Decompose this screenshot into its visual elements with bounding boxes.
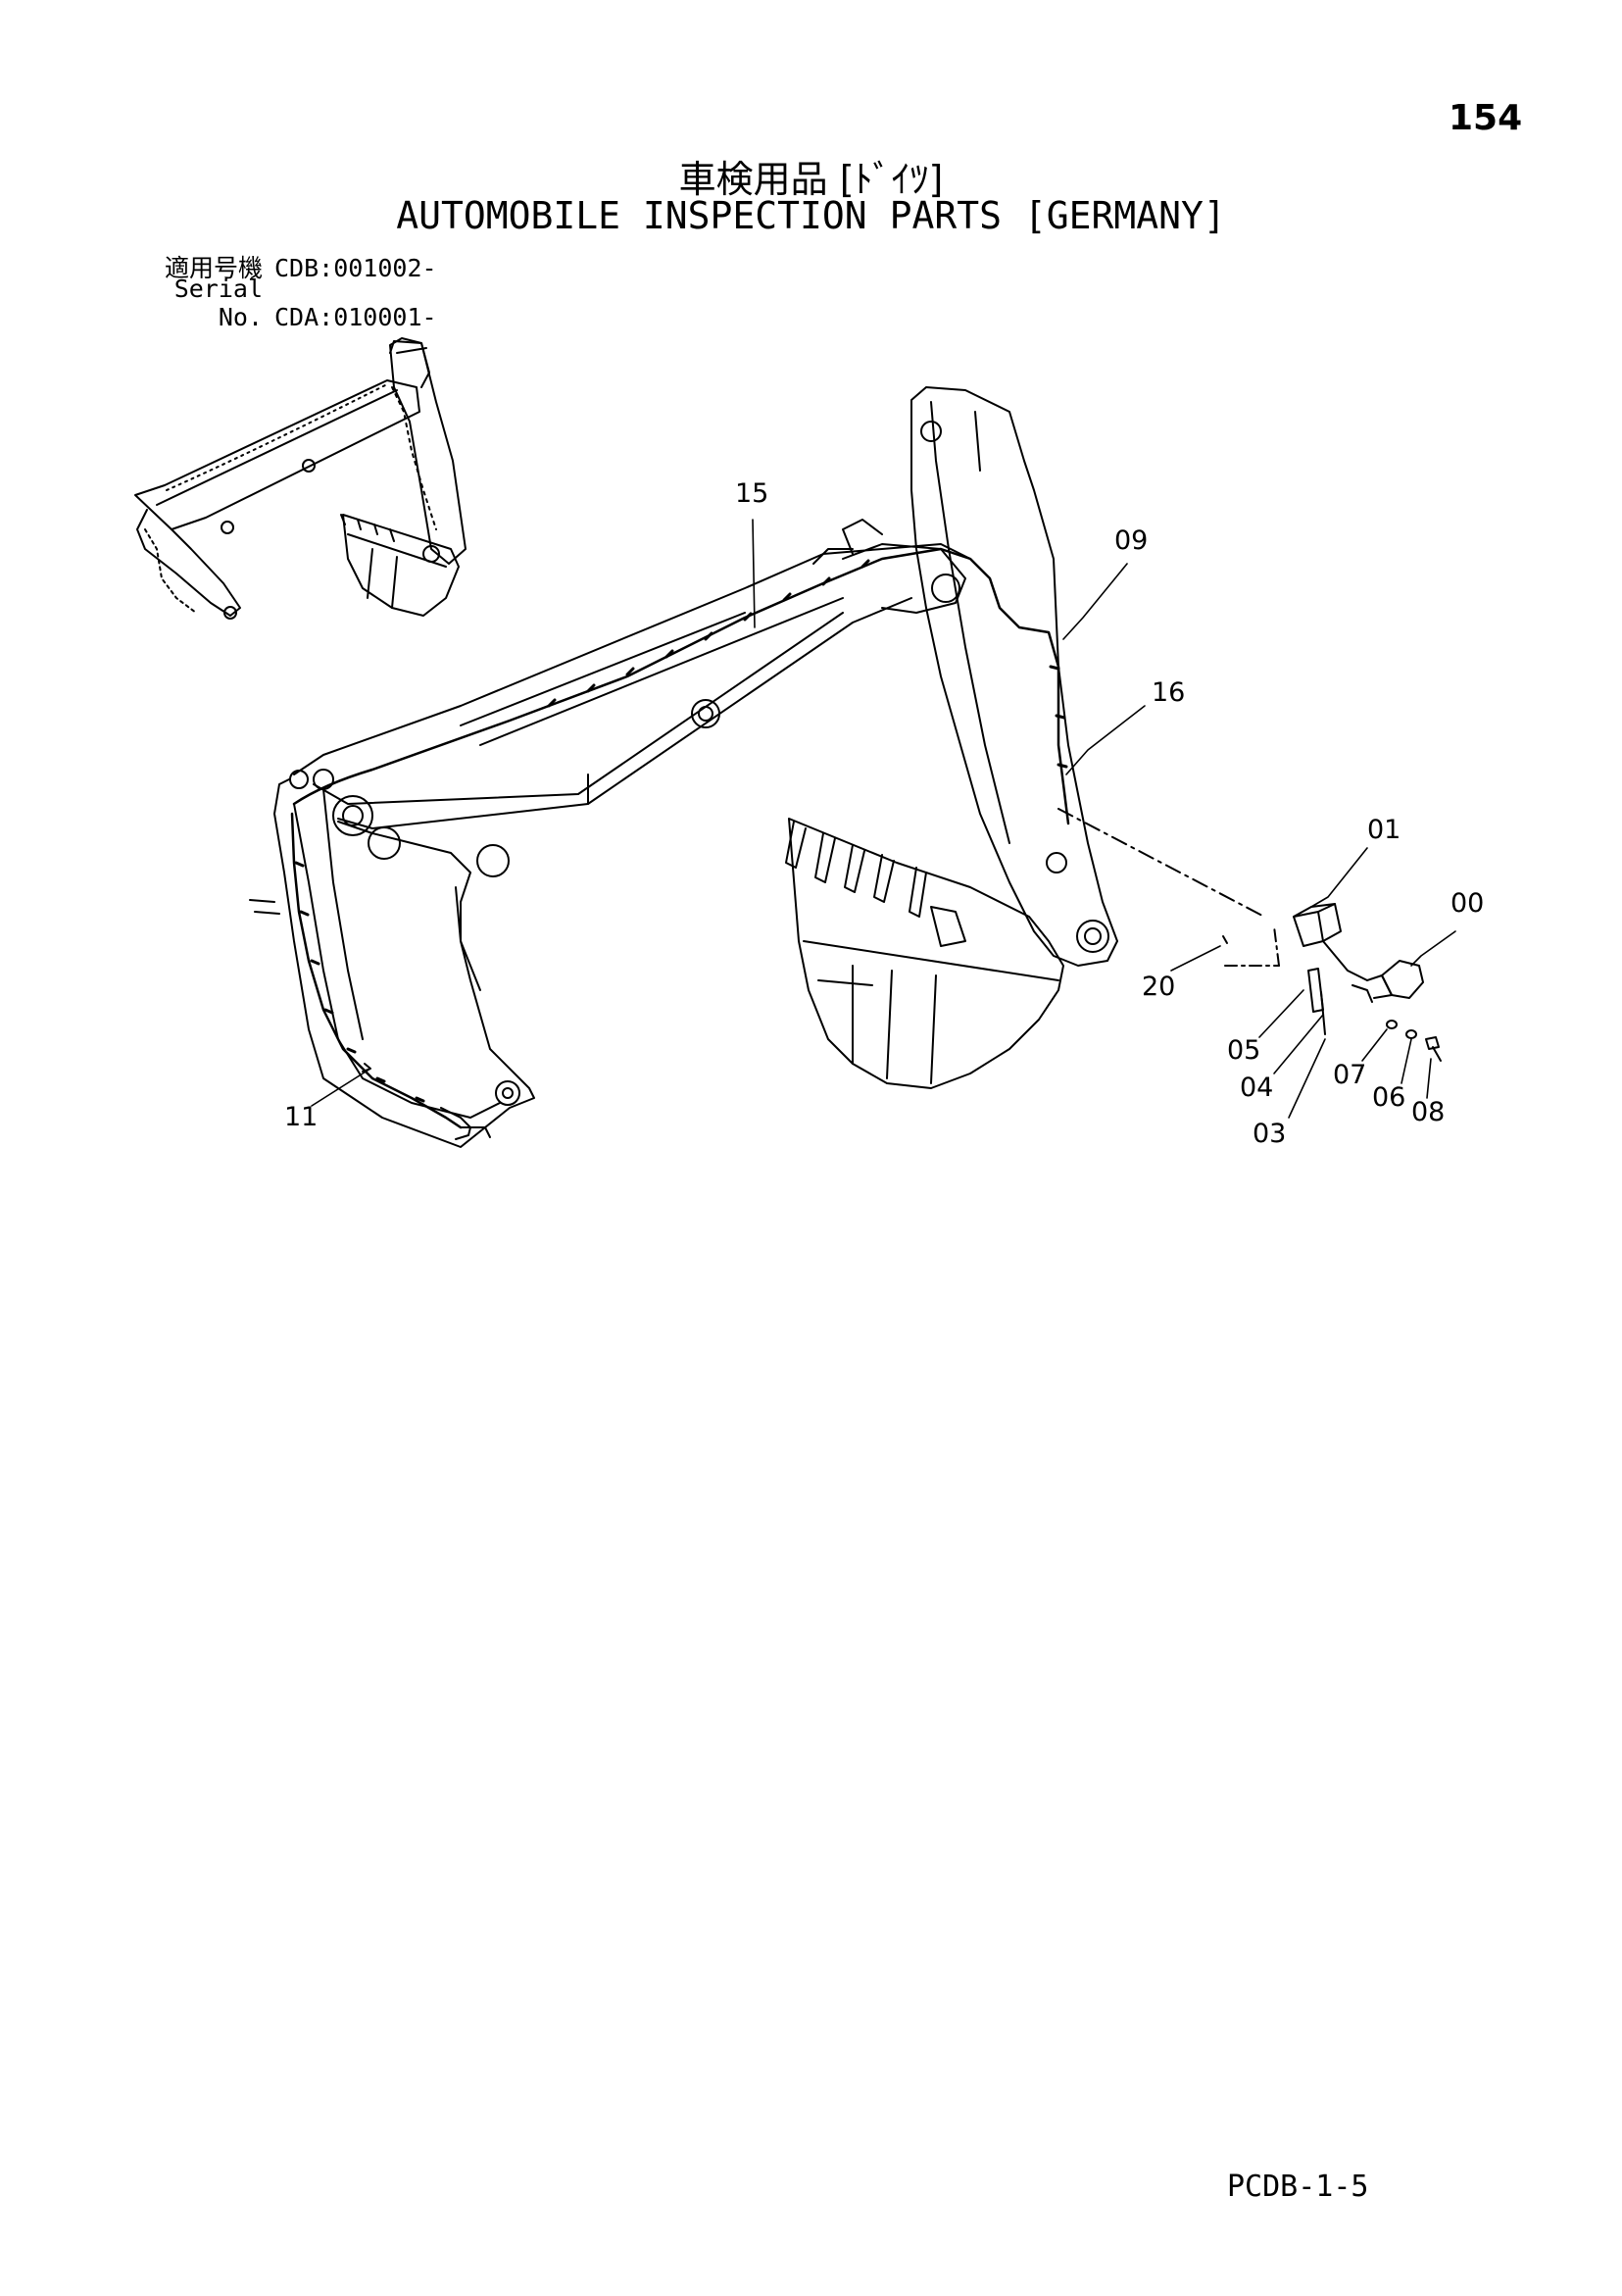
leader-lines xyxy=(311,519,1456,1119)
serial-label-applicable: 適用号機 xyxy=(164,254,263,282)
callout-09: 09 xyxy=(1114,525,1148,556)
callout-16: 16 xyxy=(1152,677,1185,708)
callout-08: 08 xyxy=(1411,1097,1445,1127)
inspection-parts-detail xyxy=(1057,808,1442,1062)
serial-value-cda: CDA:010001- xyxy=(274,303,437,331)
parts-diagram: 15 09 16 01 00 20 05 04 07 06 08 03 11 xyxy=(134,337,1484,1149)
serial-row-serial-no: Serial No. CDA:010001- xyxy=(116,275,437,331)
callout-11: 11 xyxy=(284,1102,318,1132)
callout-03: 03 xyxy=(1253,1119,1286,1149)
main-attachment xyxy=(249,386,1118,1148)
page-title-english: AUTOMOBILE INSPECTION PARTS [GERMANY] xyxy=(396,194,1226,237)
callout-06: 06 xyxy=(1372,1082,1405,1113)
callout-20: 20 xyxy=(1142,972,1175,1002)
serial-label-serial-no: Serial No. xyxy=(173,275,263,331)
page-title-japanese: 車検用品 [ﾄﾞｲﾂ] xyxy=(678,158,944,201)
page-number: 154 xyxy=(1449,98,1523,138)
callout-05: 05 xyxy=(1227,1035,1260,1066)
callout-labels: 15 09 16 01 00 20 05 04 07 06 08 03 11 xyxy=(284,478,1484,1149)
callout-01: 01 xyxy=(1367,815,1401,845)
callout-04: 04 xyxy=(1240,1073,1273,1103)
overview-attachment xyxy=(134,337,467,620)
serial-row-applicable: 適用号機 CDB:001002- xyxy=(116,249,437,284)
callout-00: 00 xyxy=(1450,888,1484,919)
callout-07: 07 xyxy=(1333,1060,1366,1090)
serial-value-cdb: CDB:001002- xyxy=(274,254,437,282)
callout-15: 15 xyxy=(735,478,768,509)
footer-page-code: PCDB-1-5 xyxy=(1227,2170,1369,2204)
